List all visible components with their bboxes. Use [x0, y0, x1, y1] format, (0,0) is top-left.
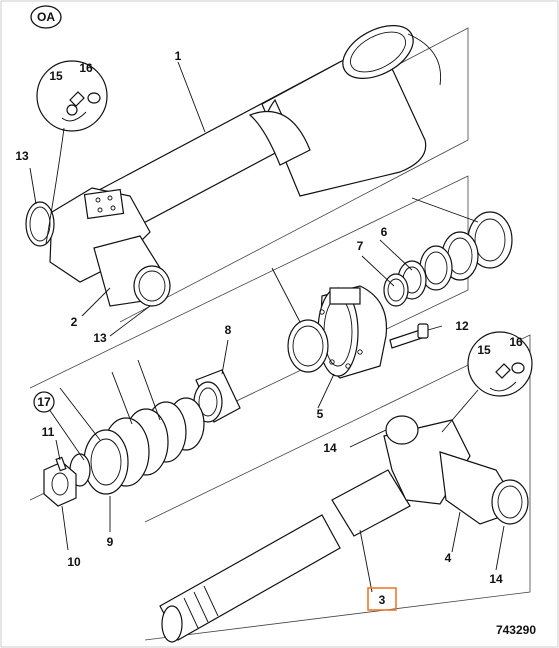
- callout-8: 8: [225, 323, 232, 337]
- callout-7: 7: [357, 239, 364, 253]
- grub-screw-11[interactable]: [55, 456, 67, 472]
- callout-11: 11: [42, 425, 55, 439]
- callout-12: 12: [455, 319, 469, 333]
- callout-16-right: 16: [509, 335, 523, 349]
- piston-wear-ring[interactable]: [287, 319, 329, 373]
- piston-rod[interactable]: [159, 469, 411, 643]
- grease-nipple-inset-left[interactable]: [36, 60, 108, 245]
- callout-1: 1: [175, 49, 182, 63]
- callout-6: 6: [381, 225, 388, 239]
- piston-wear-ring-inner: [292, 325, 324, 367]
- seal-14-rod[interactable]: [385, 415, 419, 445]
- callout-9: 9: [107, 535, 114, 549]
- callout-15-left: 15: [49, 69, 63, 83]
- callout-2: 2: [71, 315, 78, 329]
- callout-3-highlight[interactable]: 3: [367, 587, 397, 611]
- callout-5: 5: [317, 407, 324, 421]
- callout-3: 3: [379, 593, 386, 607]
- cylinder-barrel[interactable]: [49, 15, 442, 307]
- drawing-number: 743290: [496, 623, 536, 637]
- callout-14-right: 14: [489, 572, 503, 586]
- callout-labels: 1 2 4 5 6 7 8 9 10 11 12 13 13 14 14 15 …: [15, 49, 523, 586]
- gland-seal-stack[interactable]: [83, 397, 205, 495]
- callout-15-right: 15: [477, 343, 491, 357]
- callout-16-left: 16: [79, 61, 93, 75]
- seal-13-left[interactable]: [25, 201, 55, 247]
- bolt-12[interactable]: [389, 323, 429, 349]
- seal-13-left-inner: [29, 206, 51, 242]
- callout-17: 17: [37, 395, 51, 409]
- callout-17-badge: 17: [33, 391, 55, 413]
- callout-14-left: 14: [323, 441, 337, 455]
- seal-ring-stack-upper[interactable]: [383, 211, 513, 307]
- callout-4: 4: [445, 551, 452, 565]
- corner-badge: OA: [30, 5, 62, 29]
- corner-badge-text: OA: [37, 10, 55, 24]
- piston-head[interactable]: [315, 285, 388, 379]
- callout-10: 10: [67, 555, 81, 569]
- grease-nipple-inset-right[interactable]: [441, 331, 533, 433]
- callout-13-left: 13: [15, 149, 29, 163]
- callout-13-lower: 13: [93, 331, 107, 345]
